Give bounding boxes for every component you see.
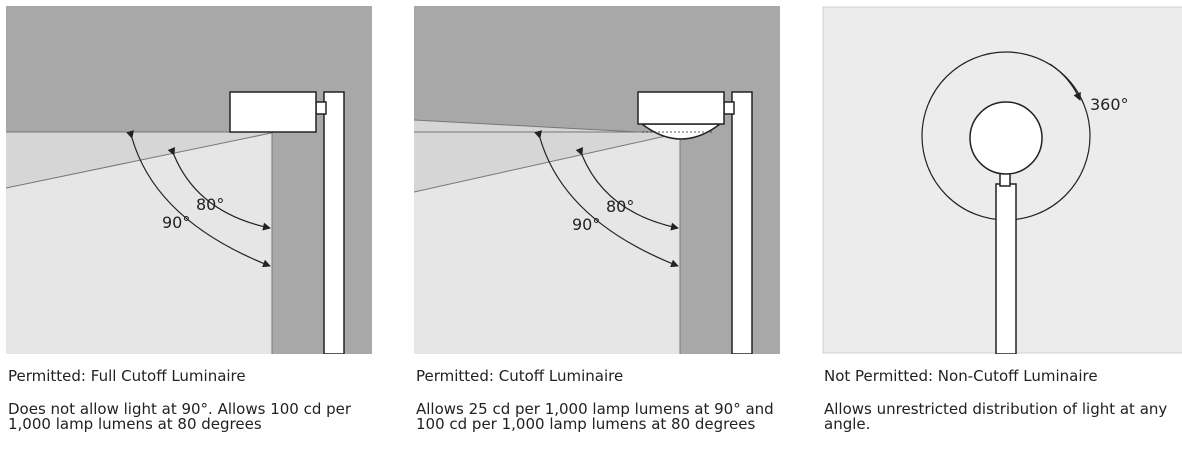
full-cutoff-description: Does not allow light at 90°. Allows 100 …: [8, 400, 352, 433]
cutoff-description: Allows 25 cd per 1,000 lamp lumens at 90…: [416, 400, 774, 433]
label-90-degrees: 90°: [572, 215, 600, 234]
luminaire-housing: [229, 91, 317, 133]
pole: [731, 91, 753, 354]
label-360-degrees: 360°: [1090, 95, 1129, 114]
upper-beam-edge: [414, 119, 639, 133]
arc-80-degrees: [575, 147, 679, 231]
label-80-degrees: 80°: [196, 195, 224, 214]
non-cutoff-title: Not Permitted: Non-Cutoff Luminaire: [824, 367, 1098, 385]
mount-bracket: [315, 101, 327, 115]
label-90-degrees: 90°: [162, 213, 190, 232]
mount-bracket: [723, 101, 735, 115]
wall: [680, 132, 780, 354]
wall: [272, 132, 372, 354]
cutoff-title: Permitted: Cutoff Luminaire: [416, 367, 624, 385]
non-cutoff-illustration: 360°: [822, 6, 1182, 354]
globe-luminaire: [969, 101, 1043, 175]
full-cutoff-title: Permitted: Full Cutoff Luminaire: [8, 367, 246, 385]
luminaire-housing: [637, 91, 725, 125]
pole: [995, 183, 1017, 354]
cutoff-illustration: 80° 90°: [414, 6, 780, 354]
non-cutoff-description: Allows unrestricted distribution of ligh…: [824, 400, 1168, 433]
rotation-arrow: [1049, 63, 1081, 101]
full-cutoff-illustration: 80° 90°: [6, 6, 372, 354]
pole: [323, 91, 345, 354]
non-cutoff-diagram: 360°: [822, 6, 1182, 354]
cutoff-diagram: 80° 90°: [414, 6, 780, 354]
full-cutoff-diagram: 80° 90°: [6, 6, 372, 354]
label-80-degrees: 80°: [606, 197, 634, 216]
arc-80-degrees: [167, 147, 271, 231]
